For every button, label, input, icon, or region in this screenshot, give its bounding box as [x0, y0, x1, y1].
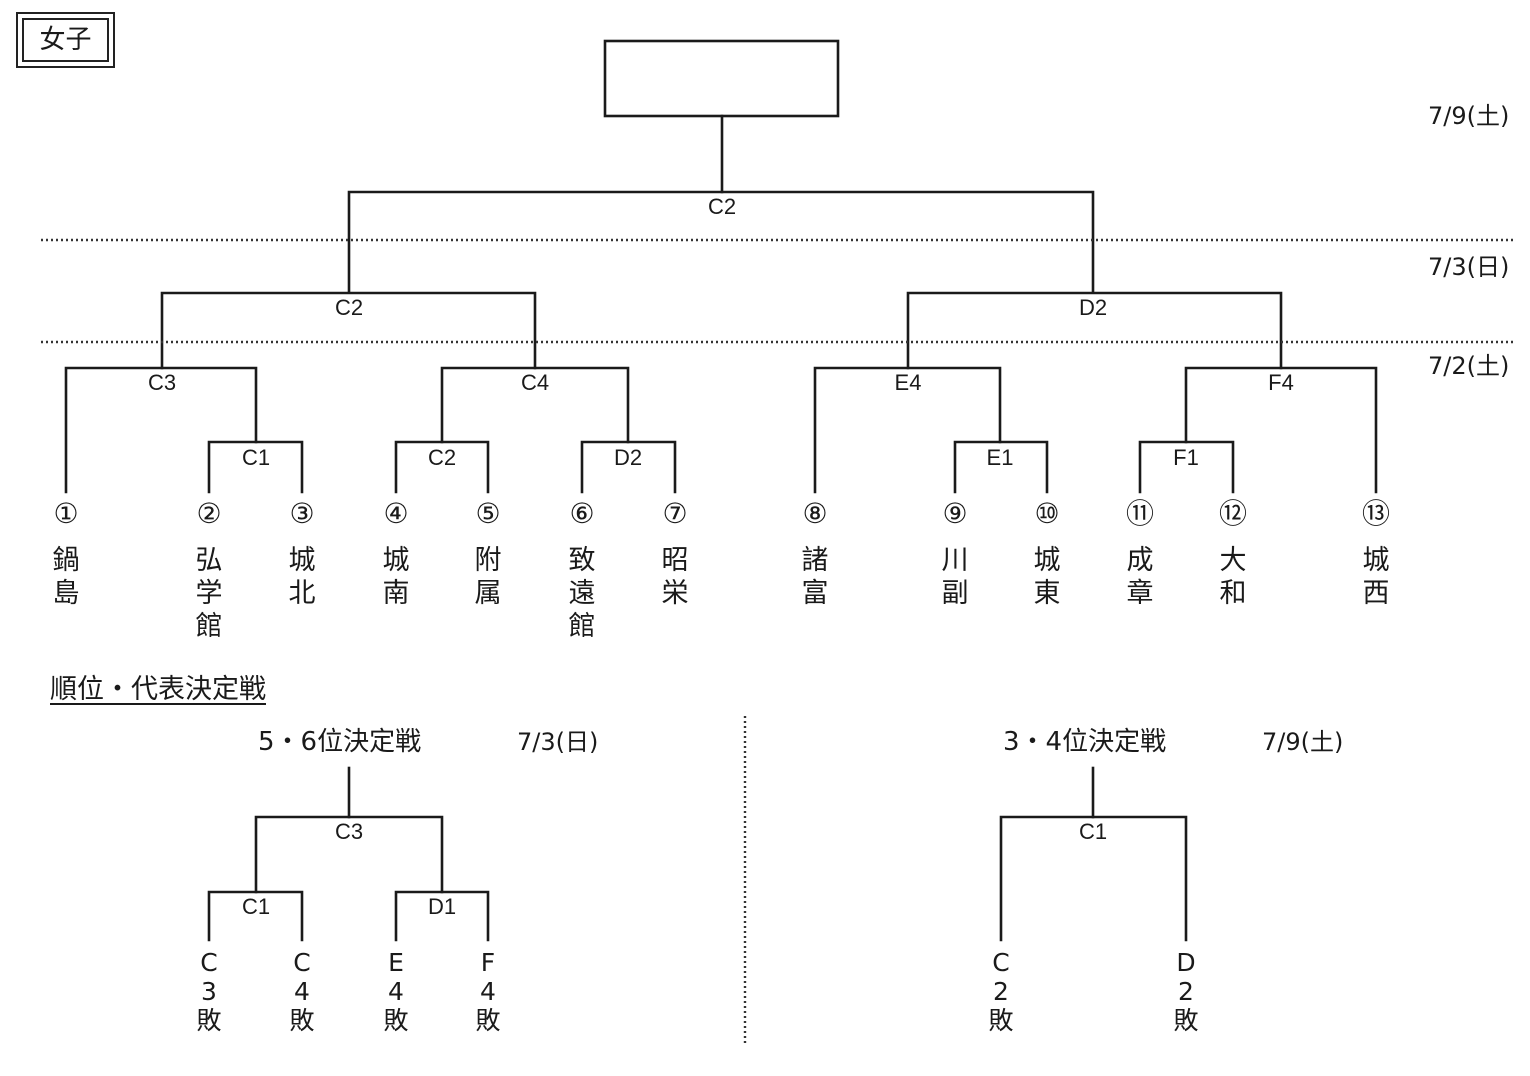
court-label-r1-2-3: C1	[216, 447, 296, 469]
fifth-sixth-right-court: D1	[402, 896, 482, 918]
third-fourth-court: C1	[1053, 821, 1133, 843]
team-name: 城西	[1362, 545, 1390, 609]
fifth-sixth-title: 5・6位決定戦	[258, 727, 422, 757]
team-name: 川副	[941, 545, 969, 609]
date-early-rounds: 7/2(土)	[1428, 352, 1510, 380]
team-name: 城北	[288, 545, 316, 609]
fifth-sixth-date: 7/3(日)	[517, 728, 599, 756]
qf-1-bracket	[64, 366, 258, 494]
team-seed: ⑨	[942, 497, 968, 530]
fifth-sixth-final-court: C3	[309, 821, 389, 843]
champion-box	[603, 39, 840, 118]
team-seed: ⑪	[1125, 497, 1154, 530]
r1-2-3-bracket	[207, 440, 304, 494]
court-label-final: C2	[682, 196, 762, 218]
team-seed: ③	[289, 497, 315, 530]
team-name: 附属	[474, 545, 502, 609]
team-name: 致遠館	[568, 545, 596, 642]
qf-2-bracket	[440, 366, 630, 444]
fifth-sixth-right-bracket	[394, 890, 490, 942]
category-label: 女子	[22, 18, 109, 62]
r1-9-10-bracket	[953, 440, 1049, 494]
team-seed: ⑫	[1218, 497, 1247, 530]
team-name: 大和	[1219, 545, 1247, 609]
team-name: 城南	[382, 545, 410, 609]
court-label-r1-6-7: D2	[588, 447, 668, 469]
fifth-sixth-left-bracket	[207, 890, 304, 942]
team-seed: ⑤	[475, 497, 501, 530]
team-name: 鍋島	[52, 545, 80, 609]
court-label-qf-2: C4	[495, 372, 575, 394]
fifth-sixth-left-court: C1	[216, 896, 296, 918]
third-fourth-date: 7/9(土)	[1262, 728, 1344, 756]
qf-3-bracket	[813, 366, 1002, 494]
final-bracket	[347, 190, 1095, 294]
date-semifinal: 7/3(日)	[1428, 253, 1510, 281]
court-label-semi-left: C2	[309, 297, 389, 319]
court-label-qf-4: F4	[1241, 372, 1321, 394]
court-label-qf-1: C3	[122, 372, 202, 394]
court-label-qf-3: E4	[868, 372, 948, 394]
team-name: 成章	[1126, 545, 1154, 609]
team-seed: ②	[196, 497, 222, 530]
team-name: 昭栄	[661, 545, 689, 609]
qf-4-bracket	[1184, 366, 1378, 494]
team-name: 諸富	[801, 545, 829, 609]
court-label-semi-right: D2	[1053, 297, 1133, 319]
semi-right-bracket	[906, 291, 1283, 370]
court-label-r1-9-10: E1	[960, 447, 1040, 469]
date-final: 7/9(土)	[1428, 102, 1510, 130]
team-seed: ⑦	[662, 497, 688, 530]
team-name: 城東	[1033, 545, 1061, 609]
team-seed: ⑥	[569, 497, 595, 530]
team-seed: ⑧	[802, 497, 828, 530]
third-fourth-bracket	[999, 815, 1188, 942]
placement-section-title: 順位・代表決定戦	[50, 674, 266, 705]
third-fourth-title: 3・4位決定戦	[1003, 727, 1167, 757]
court-label-r1-4-5: C2	[402, 447, 482, 469]
r1-6-7-bracket	[580, 440, 677, 494]
team-seed: ⑬	[1361, 497, 1390, 530]
semi-left-bracket	[160, 291, 537, 370]
fifth-sixth-final-bracket	[254, 815, 444, 894]
team-seed: ⑩	[1034, 497, 1060, 530]
team-name: 弘学館	[195, 545, 223, 642]
r1-4-5-bracket	[394, 440, 490, 494]
category-label-box: 女子	[16, 12, 115, 68]
court-label-r1-11-12: F1	[1146, 447, 1226, 469]
team-seed: ①	[53, 497, 79, 530]
team-seed: ④	[383, 497, 409, 530]
r1-11-12-bracket	[1138, 440, 1235, 494]
